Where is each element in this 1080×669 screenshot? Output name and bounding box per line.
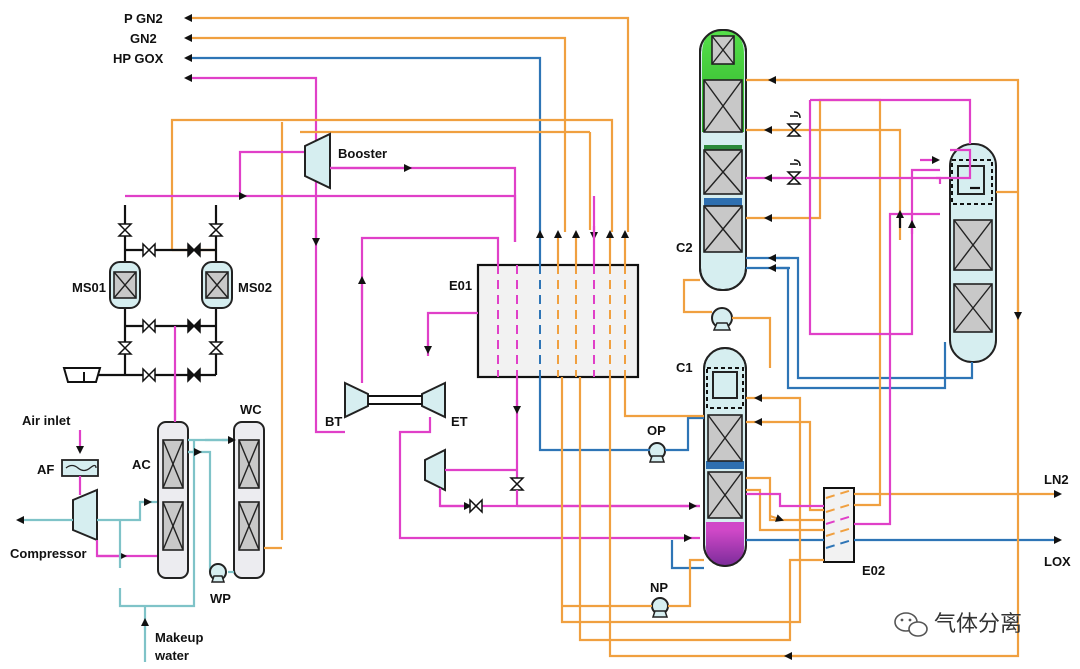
valve-group-lower[interactable] bbox=[117, 318, 224, 383]
main-heat-exchanger-e01 bbox=[476, 263, 640, 379]
pgn2-label: P GN2 bbox=[124, 11, 163, 26]
product-lines bbox=[184, 14, 630, 250]
main-air-compressor bbox=[72, 488, 98, 542]
booster-compressor bbox=[304, 132, 331, 190]
e02-label: E02 bbox=[862, 563, 885, 578]
expander-et bbox=[421, 381, 446, 419]
af-label: AF bbox=[37, 462, 54, 477]
water-pump-wp[interactable] bbox=[209, 563, 227, 583]
coldbox-piping bbox=[517, 76, 1062, 660]
booster-label: Booster bbox=[338, 146, 387, 161]
side-column bbox=[949, 143, 997, 363]
ms02-label: MS02 bbox=[238, 280, 272, 295]
column-c2 bbox=[699, 29, 747, 291]
e01-label: E01 bbox=[449, 278, 472, 293]
watermark-text: 气体分离 bbox=[934, 612, 1022, 637]
ms01-label: MS01 bbox=[72, 280, 106, 295]
ms02-vessel bbox=[201, 261, 233, 309]
c1-label: C1 bbox=[676, 360, 693, 375]
ln2-label: LN2 bbox=[1044, 472, 1069, 487]
ms01-vessel bbox=[109, 261, 141, 309]
vent-silencer bbox=[62, 367, 102, 383]
gn2-label: GN2 bbox=[130, 31, 157, 46]
op-label: OP bbox=[647, 423, 666, 438]
et-label: ET bbox=[451, 414, 468, 429]
bt-label: BT bbox=[325, 414, 342, 429]
column-c1 bbox=[703, 347, 747, 567]
transfer-pump[interactable] bbox=[711, 307, 733, 331]
hpgox-label: HP GOX bbox=[113, 51, 164, 66]
ac-label: AC bbox=[132, 457, 151, 472]
air-filter-af bbox=[61, 459, 99, 477]
nitrogen-pump-np[interactable] bbox=[651, 597, 669, 618]
expander-piping bbox=[312, 230, 700, 540]
coldbox-valve-2[interactable] bbox=[786, 159, 802, 185]
wechat-icon bbox=[894, 612, 928, 637]
expander-shaft bbox=[368, 395, 422, 405]
aftercooler-ac bbox=[157, 421, 189, 579]
makeup-label-1: Makeup bbox=[155, 630, 203, 645]
valve-e01-bypass[interactable] bbox=[469, 477, 525, 514]
np-label: NP bbox=[650, 580, 668, 595]
air-inlet-label: Air inlet bbox=[22, 413, 71, 428]
watermark: 气体分离 bbox=[894, 612, 1022, 637]
ac-wc-water-piping bbox=[141, 376, 282, 662]
oxygen-pump-op[interactable] bbox=[648, 442, 666, 463]
expander-bt bbox=[344, 381, 369, 419]
wc-label: WC bbox=[240, 402, 262, 417]
coldbox-valve-1[interactable] bbox=[786, 111, 802, 137]
valve-group-upper[interactable] bbox=[117, 223, 224, 258]
lox-label: LOX bbox=[1044, 554, 1071, 569]
wp-label: WP bbox=[210, 591, 231, 606]
c2-label: C2 bbox=[676, 240, 693, 255]
compressor-label: Compressor bbox=[10, 546, 87, 561]
water-chiller-wc bbox=[233, 421, 265, 579]
makeup-label-2: water bbox=[154, 648, 189, 663]
subcooler-e02 bbox=[823, 487, 855, 563]
recycle-compressor bbox=[424, 448, 446, 492]
